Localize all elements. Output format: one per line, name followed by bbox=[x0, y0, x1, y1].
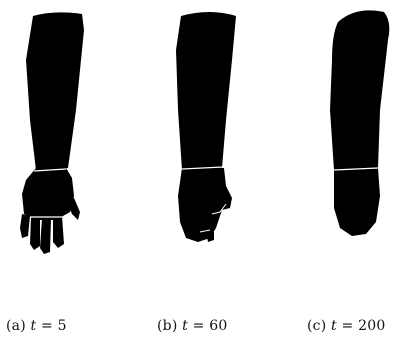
panel-a-hand bbox=[22, 168, 74, 220]
panel-b-forearm bbox=[176, 12, 236, 170]
panel-c-forearm bbox=[330, 10, 389, 170]
panel-a-finger-3 bbox=[40, 218, 51, 254]
caption-b: (b) t = 60 bbox=[157, 318, 227, 334]
caption-b-value: 60 bbox=[209, 318, 227, 334]
panel-c-shape bbox=[330, 10, 389, 236]
caption-a: (a) t = 5 bbox=[6, 318, 67, 334]
caption-a-tag: (a) bbox=[6, 318, 26, 334]
caption-a-equals: = bbox=[41, 318, 53, 334]
caption-c-equals: = bbox=[342, 318, 354, 334]
caption-c-tag: (c) bbox=[307, 318, 326, 334]
panel-a-forearm bbox=[26, 12, 84, 170]
caption-c-value: 200 bbox=[358, 318, 385, 334]
panel-a-finger-1 bbox=[20, 214, 30, 238]
panel-b-shape bbox=[176, 12, 236, 242]
caption-a-variable: t bbox=[31, 318, 37, 334]
panel-b-finger-stub bbox=[206, 232, 214, 242]
caption-c: (c) t = 200 bbox=[307, 318, 385, 334]
panel-c-hand bbox=[334, 168, 380, 236]
panel-a-shape bbox=[20, 12, 84, 254]
panel-a-finger-4 bbox=[53, 216, 64, 248]
caption-b-variable: t bbox=[182, 318, 188, 334]
caption-b-tag: (b) bbox=[157, 318, 178, 334]
caption-a-value: 5 bbox=[58, 318, 67, 334]
caption-b-equals: = bbox=[193, 318, 205, 334]
panel-a-finger-2 bbox=[30, 218, 40, 250]
caption-c-variable: t bbox=[331, 318, 337, 334]
